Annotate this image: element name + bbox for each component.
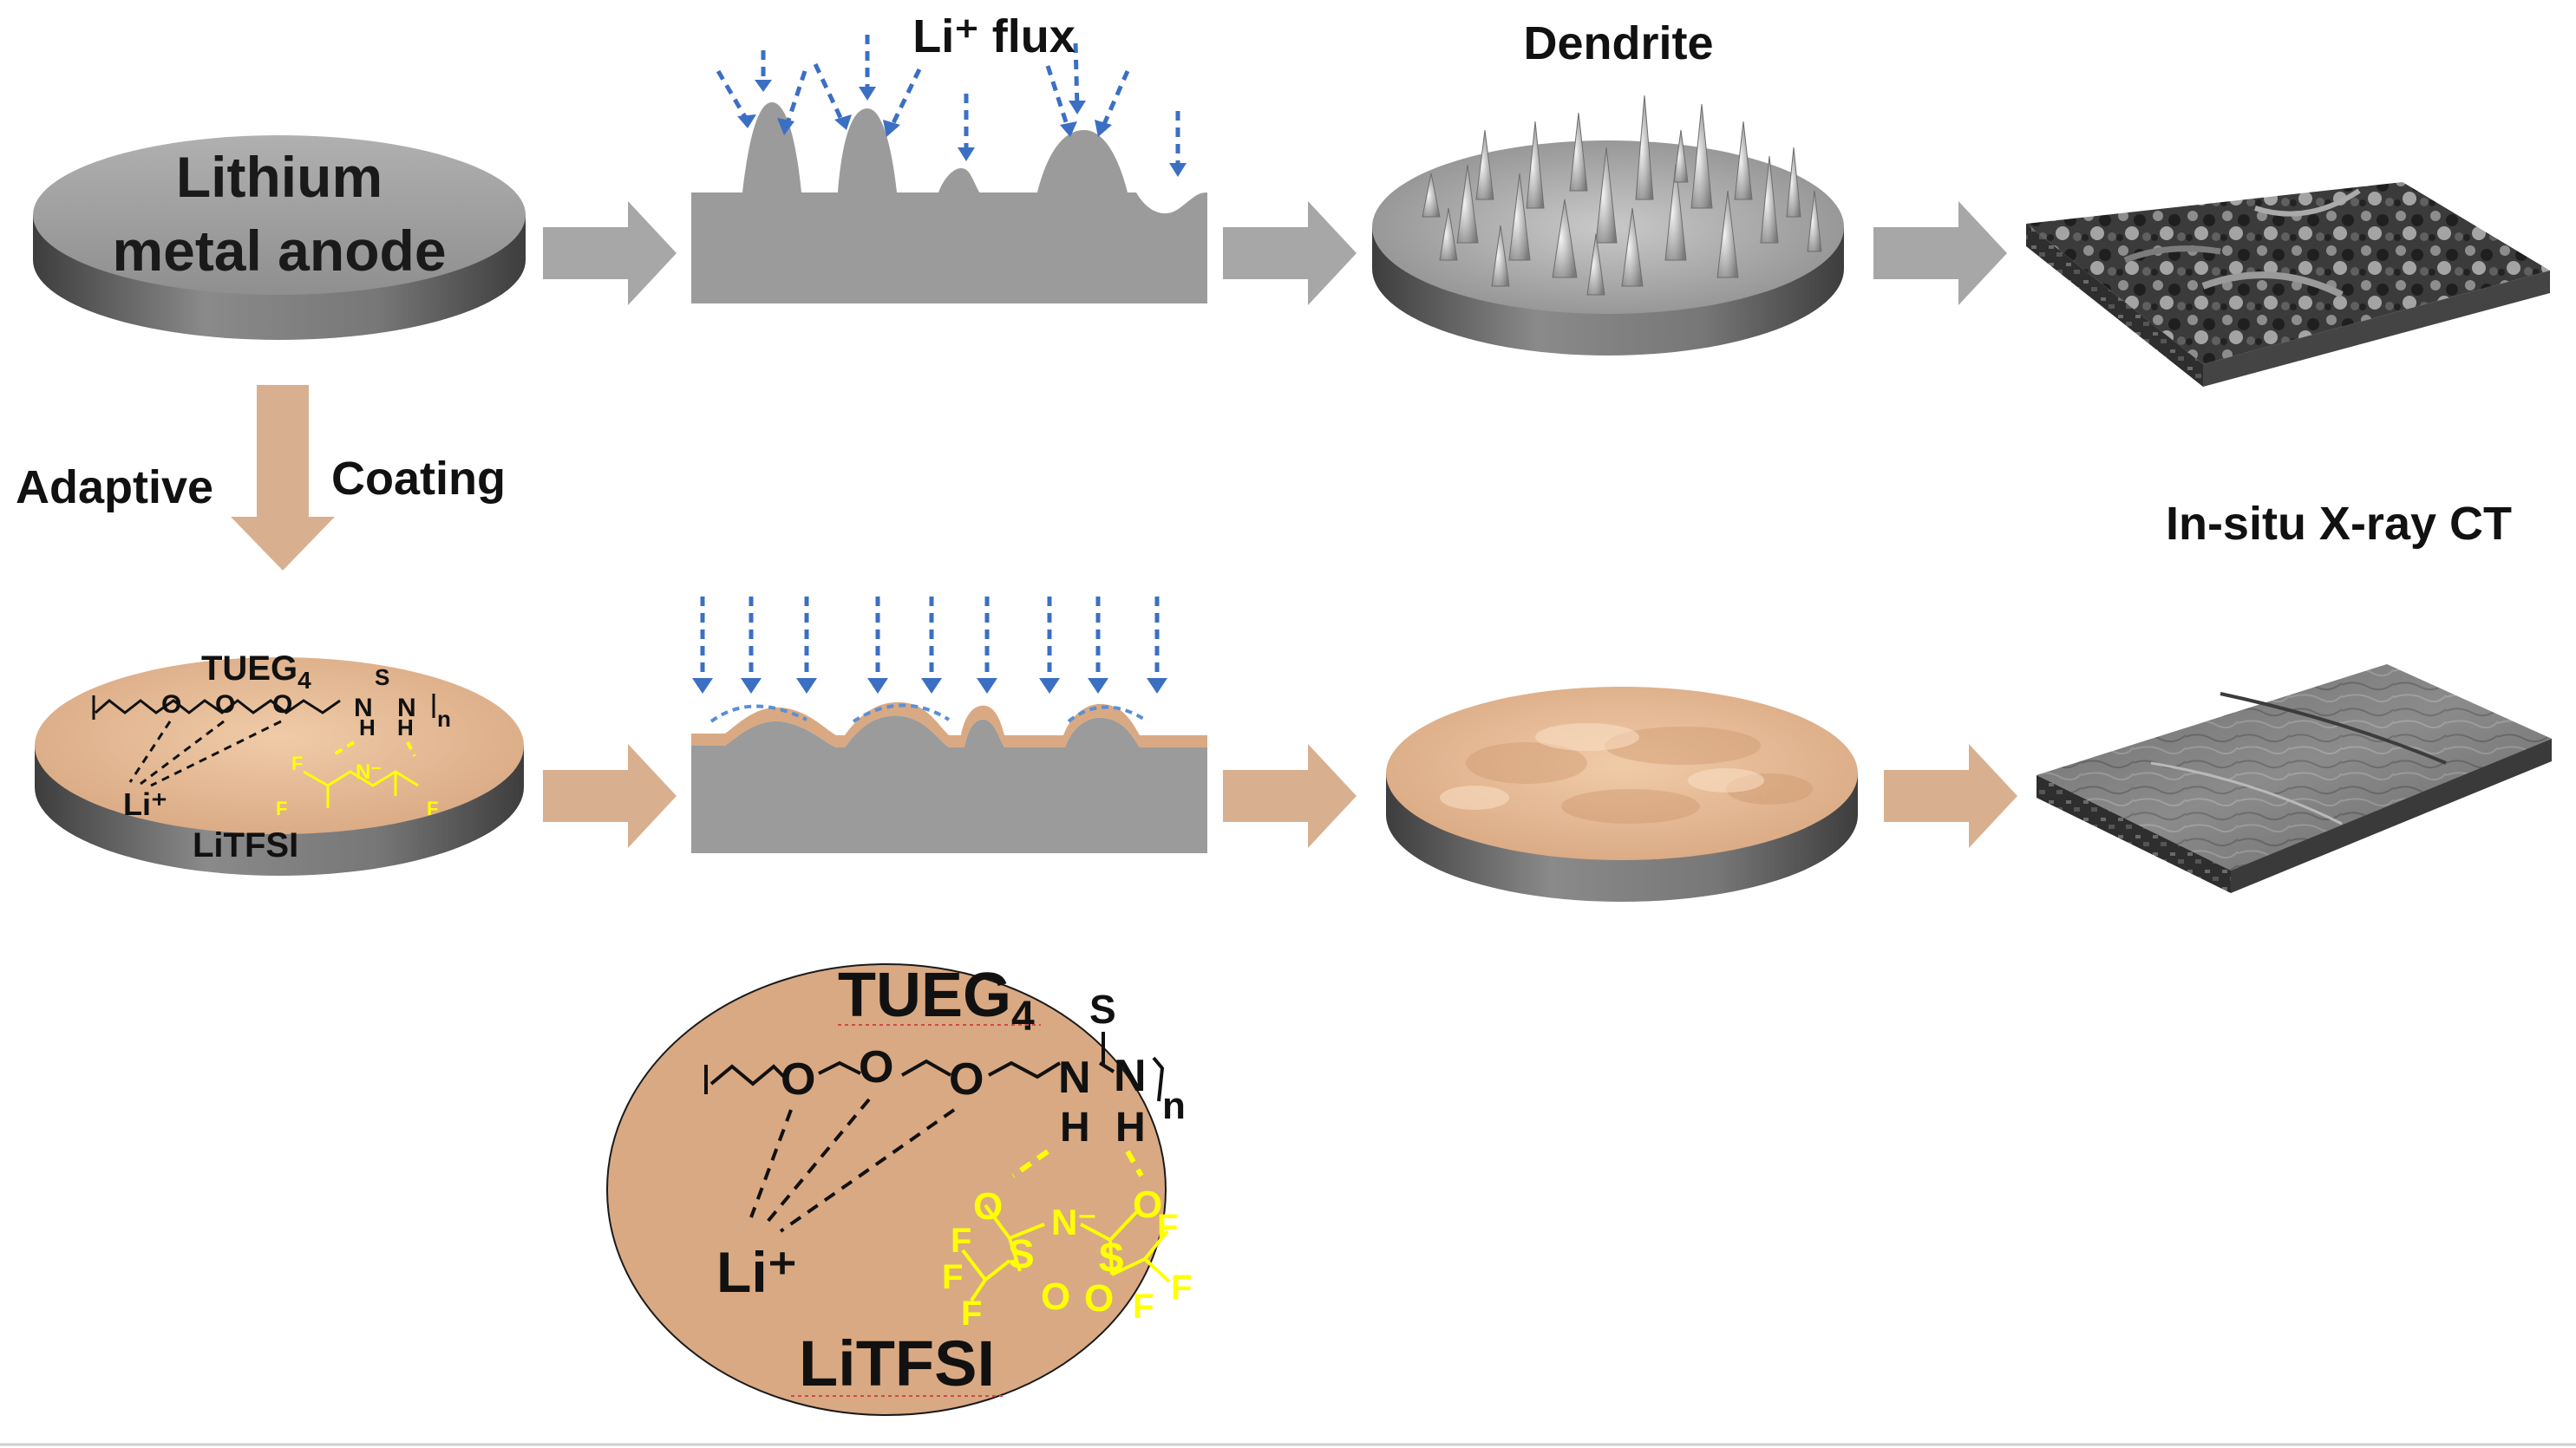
flux-redistribution-arrows [709, 703, 1147, 723]
li-flux-arrows-uniform [700, 597, 1160, 680]
mini-sulfur: S [375, 664, 389, 690]
process-arrow-bottom-1 [543, 744, 677, 848]
adaptive-label: Adaptive [16, 461, 213, 513]
anode-label-line1: Lithium [176, 145, 382, 209]
mini-hydrogen-2: H [397, 714, 414, 740]
process-arrow-top-3 [1873, 201, 2007, 305]
li-ion-label: Li⁺ [716, 1240, 798, 1304]
mini-salt-label: LiTFSI [193, 826, 298, 864]
hydrogen-1: H [1060, 1105, 1090, 1151]
tfsi-fluorine-2: F [942, 1258, 963, 1296]
repeat-n: n [1162, 1085, 1186, 1127]
mini-anion-n: N⁻ [356, 760, 382, 784]
nitrogen-1: N [1058, 1053, 1091, 1103]
process-arrow-bottom-3 [1884, 744, 2017, 848]
mini-f-3: F [291, 753, 303, 774]
smooth-coated-disc [1386, 687, 1858, 902]
mini-oxygen-2: O [215, 690, 235, 719]
in-situ-xray-ct-label: In-situ X-ray CT [2166, 498, 2512, 550]
tfsi-oxygen-3: O [1041, 1275, 1070, 1318]
li-flux-arrowheads-uneven [737, 80, 1187, 177]
uneven-deposition-cross-section [691, 102, 1207, 303]
lithium-anode-disc: Lithium metal anode [33, 135, 526, 340]
xray-ct-smooth-block [2037, 664, 2552, 893]
tfsi-oxygen-1: O [973, 1185, 1003, 1228]
oxygen-2: O [859, 1042, 893, 1093]
coating-label: Coating [331, 453, 506, 505]
mini-nitrogen-2: N [397, 694, 416, 722]
tfsi-oxygen-2: O [1133, 1184, 1162, 1226]
coated-anode-disc [35, 657, 524, 876]
dendrite-spikes [1422, 95, 1822, 296]
mini-f-2: F [427, 798, 438, 819]
mini-oxygen-3: O [272, 690, 292, 719]
tfsi-fluorine-5: F [1171, 1269, 1192, 1307]
process-arrow-bottom-2 [1223, 744, 1357, 848]
tfsi-fluorine-3: F [961, 1295, 982, 1333]
tfsi-sulfur-2: S [1098, 1235, 1125, 1280]
process-arrow-top-1 [543, 201, 677, 305]
coating-down-arrow [231, 385, 335, 571]
li-flux-arrowheads-uniform [692, 678, 1167, 694]
mini-nitrogen-1: N [354, 694, 373, 722]
dendrite-label: Dendrite [1523, 17, 1713, 69]
mini-tueg-label: TUEG4 [201, 649, 311, 694]
tfsi-oxygen-4: O [1084, 1277, 1114, 1320]
mini-oxygen-1: O [161, 690, 181, 719]
litfsi-label: LiTFSI [799, 1327, 995, 1399]
coated-cross-section [691, 701, 1207, 853]
mini-f-1: F [276, 798, 287, 819]
mini-repeat-n: n [437, 706, 451, 732]
oxygen-1: O [781, 1054, 815, 1105]
tfsi-anion [961, 1203, 1171, 1302]
tfsi-sulfur-1: S [1008, 1231, 1035, 1276]
mini-hydrogen-1: H [359, 714, 376, 740]
dendrite-disc: Dendrite [1372, 17, 1844, 355]
nitrogen-2: N [1114, 1051, 1147, 1101]
mini-li-ion: Li⁺ [123, 786, 167, 822]
tfsi-anion-n: N⁻ [1051, 1202, 1097, 1243]
magnified-structure: TUEG4 S O O O N N H H n Li⁺ [606, 961, 1192, 1416]
tfsi-fluorine-6: F [1133, 1288, 1154, 1326]
oxygen-3: O [949, 1054, 984, 1105]
mini-structure: TUEG4 S O O O N N H H n Li⁺ N⁻ F F F Li [92, 649, 451, 864]
anode-label-line2: metal anode [112, 219, 446, 283]
tfsi-fluorine-4: F [1157, 1208, 1178, 1246]
li-flux-arrows-uneven [716, 35, 1180, 170]
process-arrow-top-2 [1223, 201, 1357, 305]
sulfur-label: S [1089, 987, 1116, 1032]
hydrogen-2: H [1115, 1105, 1146, 1151]
xray-ct-dendritic-block [2026, 182, 2550, 387]
tueg-label: TUEG4 [838, 961, 1035, 1040]
li-flux-label: Li⁺ flux [912, 10, 1076, 62]
tfsi-fluorine-1: F [951, 1222, 971, 1260]
